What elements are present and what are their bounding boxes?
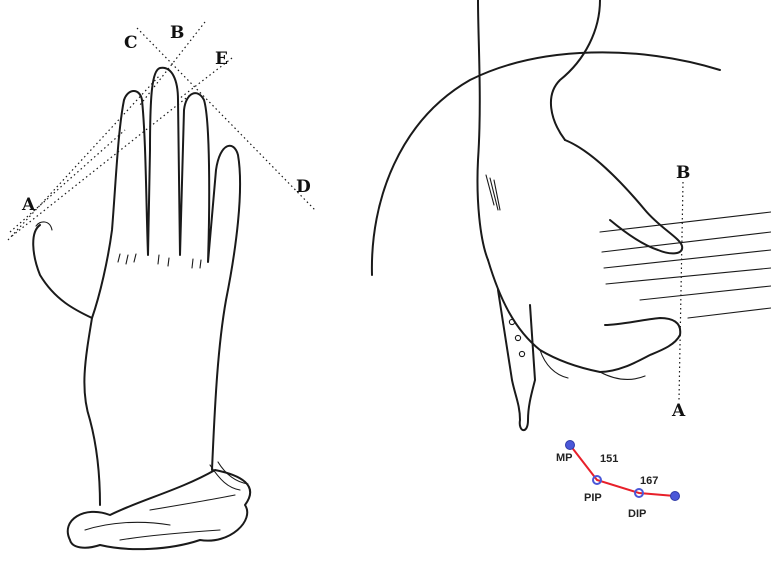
left-wrist-outline — [84, 318, 100, 505]
point-label-c: C — [124, 33, 138, 53]
construction-line-a-lower — [10, 130, 125, 232]
construction-line-a-upper — [8, 75, 160, 240]
reference-line-b-a — [679, 182, 683, 400]
pip-label: PIP — [584, 492, 602, 504]
instrument-strings — [600, 212, 771, 318]
point-label-b-right: B — [676, 163, 690, 183]
dip-angle-label: 167 — [640, 475, 658, 487]
instrument-body-arc — [372, 52, 720, 275]
knuckle-hatching — [118, 254, 201, 268]
point-label-e: E — [215, 49, 228, 69]
mp-label: MP — [556, 452, 573, 464]
construction-line-a-mid — [12, 95, 190, 236]
mp-joint-marker — [566, 441, 575, 450]
point-label-d: D — [296, 177, 311, 197]
dip-label: DIP — [628, 508, 646, 520]
pip-angle-label: 151 — [600, 453, 618, 465]
fingertip-marker — [671, 492, 680, 501]
cuff-hatching — [210, 462, 248, 490]
cuff-folds — [85, 495, 235, 540]
point-label-b: B — [170, 23, 184, 43]
point-label-a-right: A — [671, 401, 686, 421]
joint-angle-diagram: MP 151 PIP 167 DIP — [556, 441, 680, 521]
shading-hatch — [486, 175, 500, 210]
instrument-tailpiece — [498, 290, 535, 430]
left-hand-figure: C B E A D — [8, 22, 315, 549]
tailpiece-pin-3 — [519, 351, 524, 356]
left-hand-outline — [33, 68, 240, 470]
right-forearm — [477, 0, 600, 260]
right-hand-figure: B A — [372, 0, 771, 430]
tailpiece-pin-2 — [515, 335, 520, 340]
right-hand-outline — [488, 140, 682, 372]
point-label-a: A — [21, 195, 36, 215]
left-cuff — [68, 470, 250, 549]
finger-segments-line — [570, 445, 675, 496]
